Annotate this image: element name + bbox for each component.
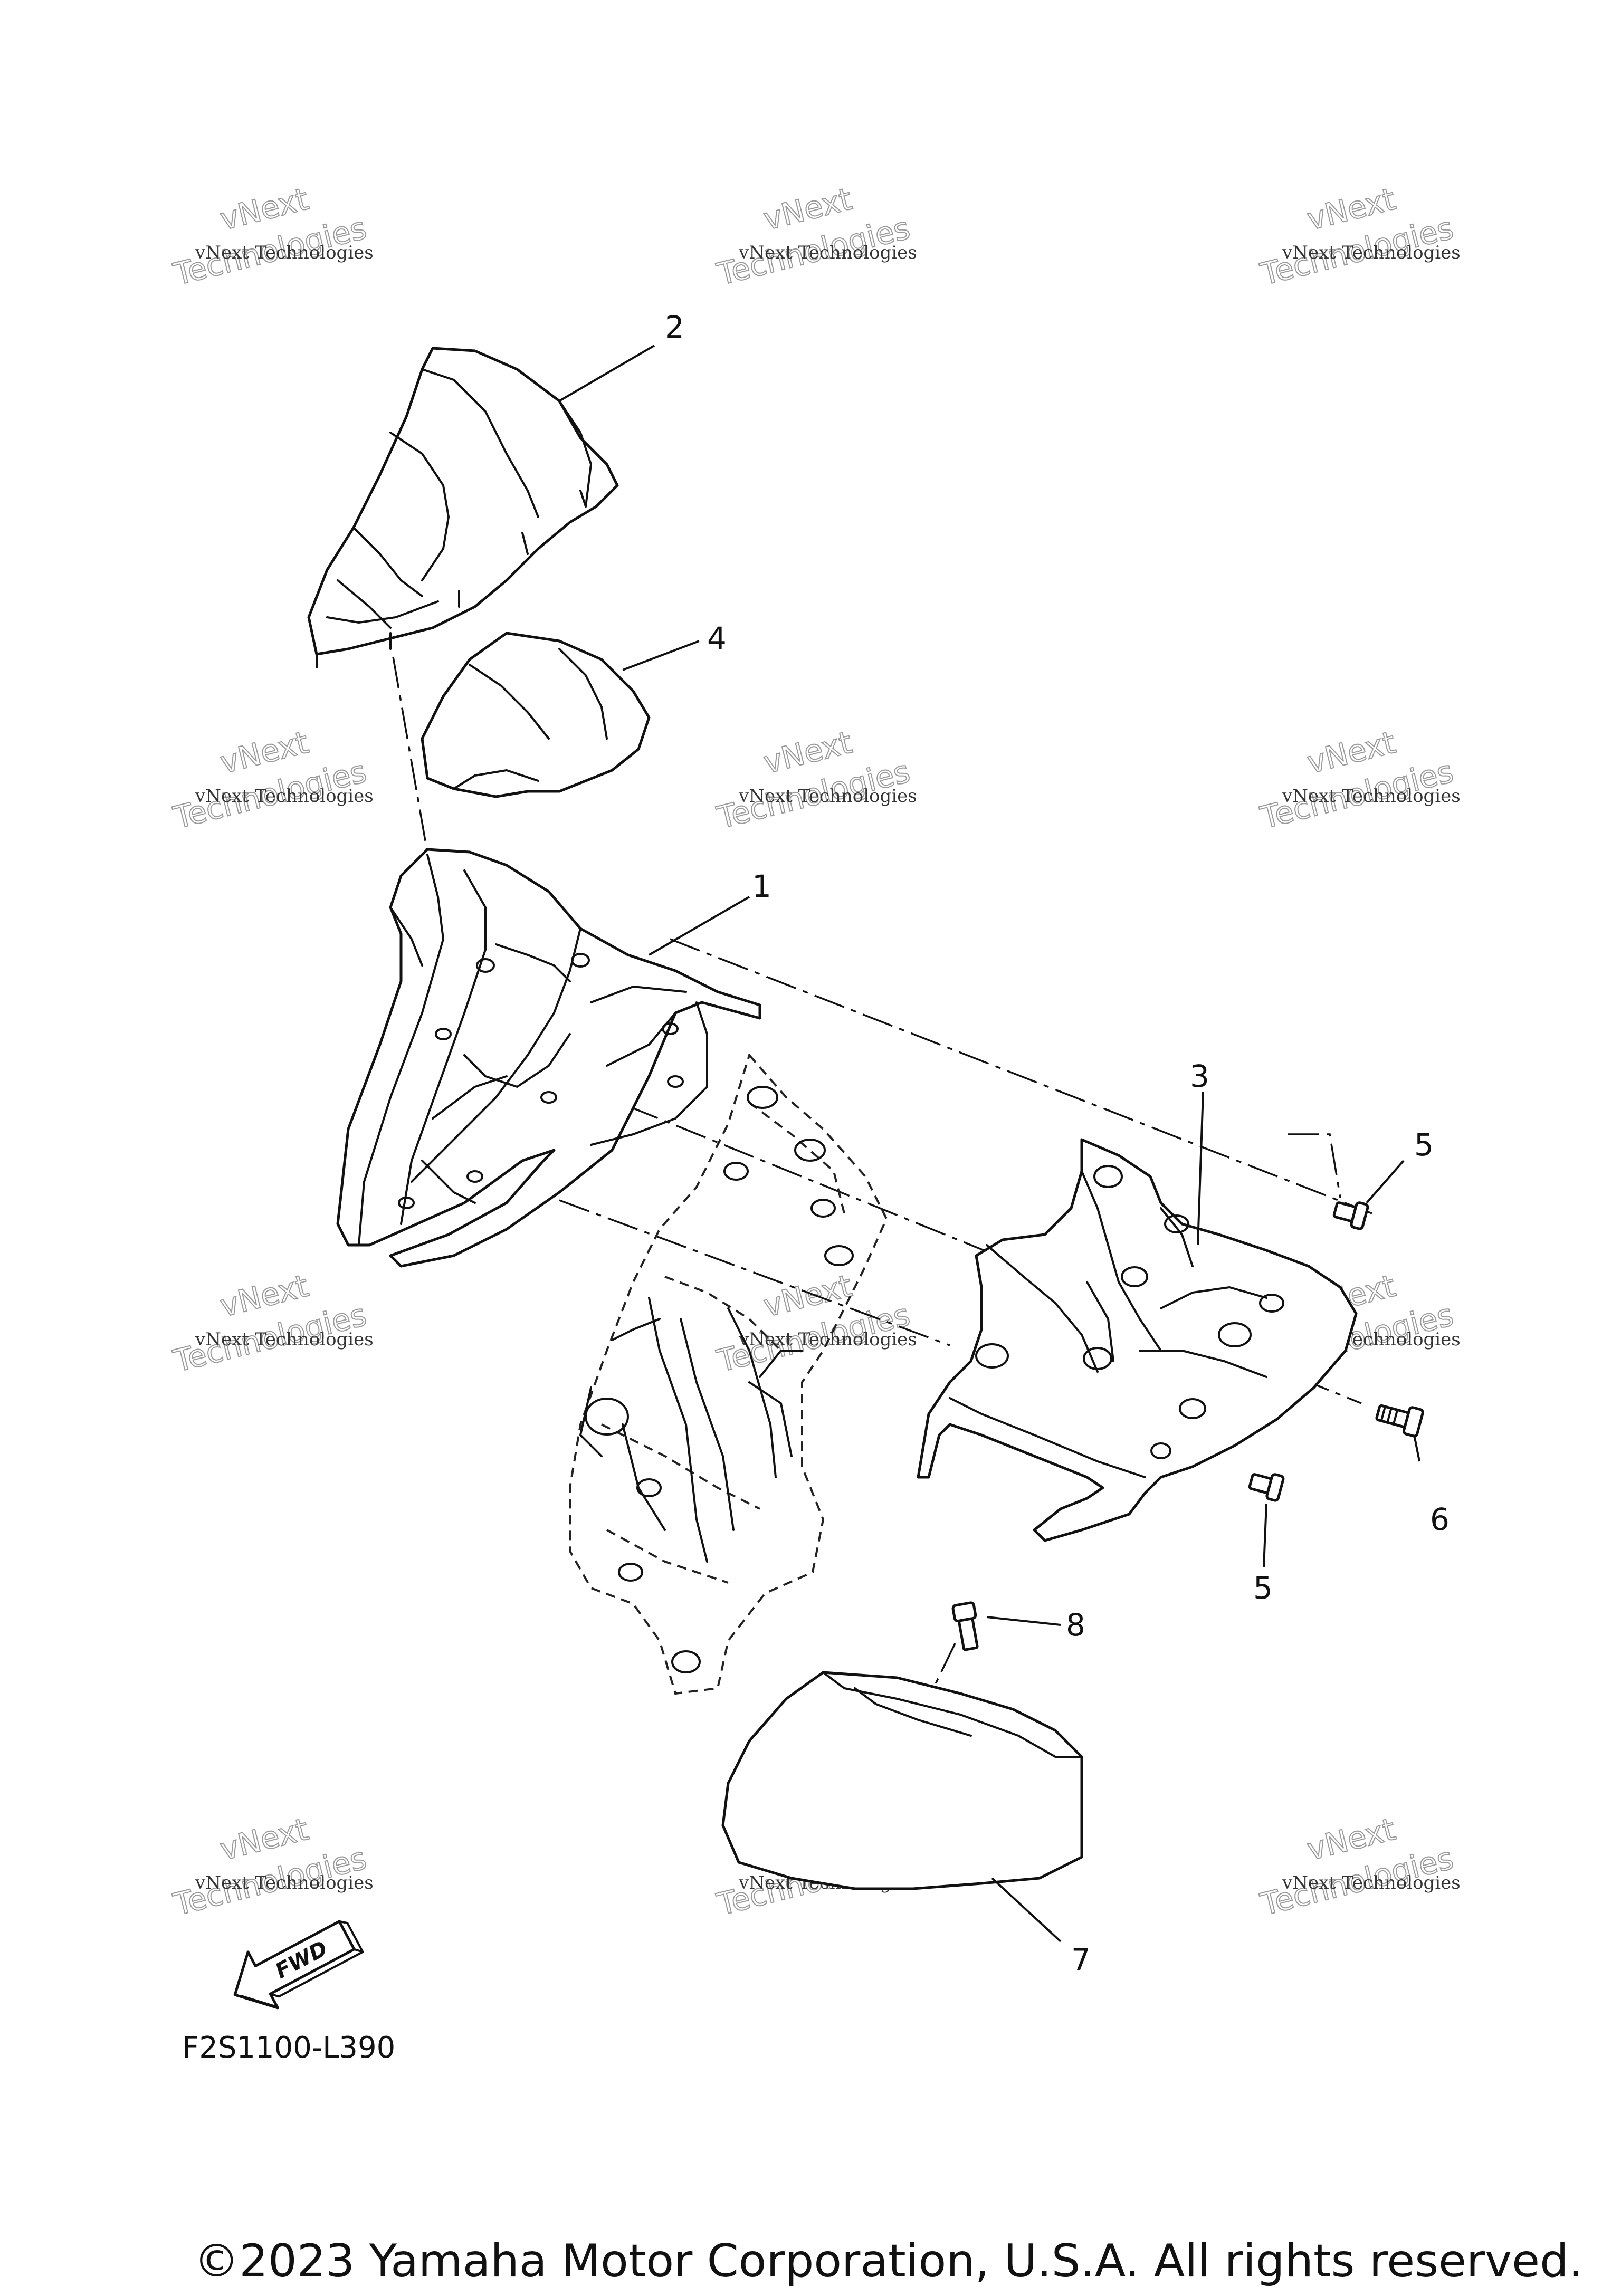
callout-6: 6 [1430, 1501, 1450, 1537]
part-2-top-cover [307, 347, 619, 668]
part-1-front-cover [336, 848, 761, 1268]
watermark: vNext Technologies vNext Technologies [713, 1267, 917, 1380]
part-8-bolt [951, 1601, 979, 1651]
diagram-code: F2S1100-L390 [182, 2031, 395, 2065]
callout-7: 7 [1071, 1942, 1091, 1978]
watermark: vNext Technologies vNext Technologies [1256, 1811, 1461, 1923]
callout-5-lower: 5 [1253, 1570, 1273, 1606]
part-5-screw-upper [1332, 1201, 1369, 1230]
watermark-label: vNext Technologies [195, 242, 374, 263]
watermark-label: vNext Technologies [738, 242, 917, 263]
callout-3: 3 [1190, 1058, 1209, 1094]
callout-labels: 2 4 1 3 5 6 5 8 7 [665, 309, 1450, 1978]
watermark: vNext Technologies vNext Technologies [713, 724, 917, 836]
watermark-label: vNext Technologies [195, 786, 374, 807]
steering-column-assembly [569, 1053, 888, 1695]
part-4-inner-lid [421, 632, 651, 798]
callout-4: 4 [707, 620, 727, 656]
watermark: vNext Technologies vNext Technologies [713, 180, 917, 293]
part-6-bolt [1375, 1404, 1424, 1438]
part-5-screw-lower [1248, 1473, 1285, 1502]
copyright-notice: ©2023 Yamaha Motor Corporation, U.S.A. A… [194, 2235, 1583, 2288]
watermark: vNext Technologies vNext Technologies [169, 1267, 374, 1380]
watermark: vNext Technologies vNext Technologies [169, 1811, 374, 1923]
watermark-label: vNext Technologies [195, 1329, 374, 1350]
watermark-label: vNext Technologies [195, 1872, 374, 1893]
watermark: vNext Technologies vNext Technologies [1256, 724, 1461, 836]
part-3-inner-panel [917, 1138, 1358, 1542]
leader-lines [558, 345, 1420, 1943]
fwd-arrow-icon: FWD [233, 1920, 364, 2010]
callout-8: 8 [1066, 1607, 1085, 1643]
watermark-label: vNext Technologies [1282, 1872, 1461, 1893]
watermark: vNext Technologies vNext Technologies [1256, 180, 1461, 293]
part-7-lower-cover [721, 1671, 1083, 1890]
watermark: vNext Technologies vNext Technologies [169, 724, 374, 836]
watermark-grid: vNext Technologies vNext Technologies vN… [169, 180, 1461, 1923]
watermark: vNext Technologies vNext Technologies [169, 180, 374, 293]
callout-5-upper: 5 [1414, 1127, 1434, 1163]
callout-2: 2 [665, 309, 684, 345]
watermark-label: vNext Technologies [1282, 786, 1461, 807]
callout-1: 1 [752, 868, 771, 904]
watermark-label: vNext Technologies [1282, 242, 1461, 263]
watermark-label: vNext Technologies [738, 786, 917, 807]
